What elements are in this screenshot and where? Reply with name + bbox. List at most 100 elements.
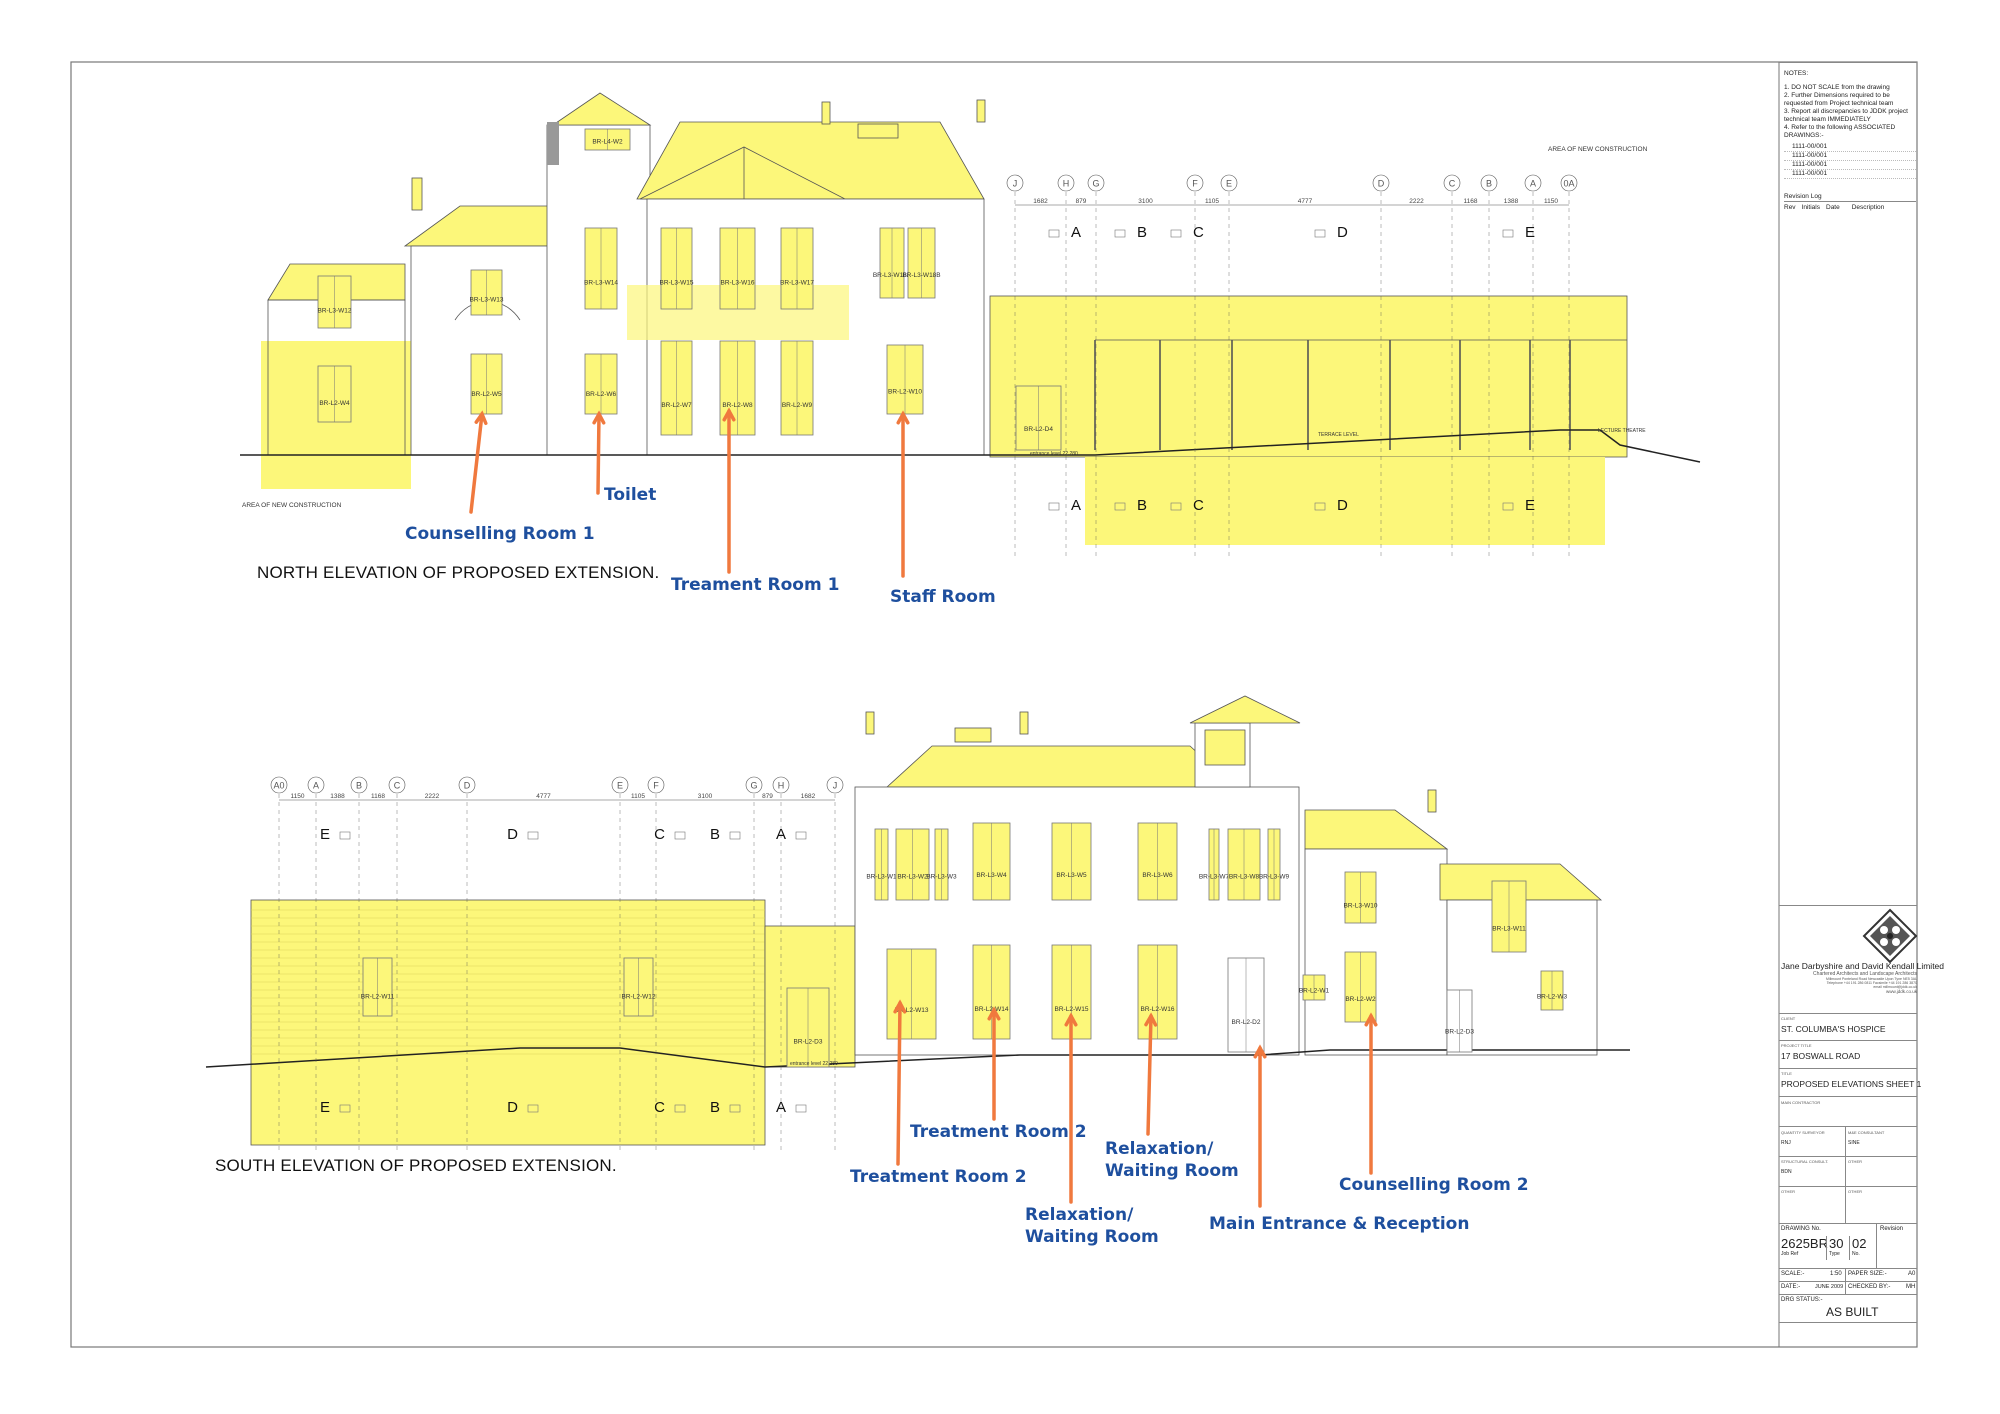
section-label: E xyxy=(1525,224,1535,241)
window: BR-L2-W9 xyxy=(780,340,814,436)
south-elevation-title: SOUTH ELEVATION OF PROPOSED EXTENSION. xyxy=(215,1156,617,1175)
window: BR-L3-W11 xyxy=(1491,880,1527,953)
grid-label: C xyxy=(394,781,401,791)
room-arrow xyxy=(896,410,910,578)
window-label: BR-L2-W6 xyxy=(586,391,617,398)
divider xyxy=(1779,1126,1917,1127)
window-label: BR-L3-W16 xyxy=(721,280,755,287)
room-label-counselling-2: Counselling Room 2 xyxy=(1339,1175,1529,1195)
window: BR-L2-W12 xyxy=(622,957,656,1017)
arrow-head-icon xyxy=(893,999,907,1014)
window: BR-L2-W4 xyxy=(317,365,352,423)
section-label: C xyxy=(1193,497,1204,514)
section-marker xyxy=(1314,229,1326,238)
grid-label: F xyxy=(1192,179,1198,189)
dimension-value: 1150 xyxy=(291,793,305,800)
room-arrow xyxy=(1064,1012,1078,1204)
sheet-frame xyxy=(70,61,1918,1348)
section-marker xyxy=(339,831,351,840)
dimension-value: 879 xyxy=(1076,198,1087,205)
area-note-left: AREA OF NEW CONSTRUCTION xyxy=(242,502,342,509)
window: BR-L2-W1 xyxy=(1299,974,1330,1001)
grid-label: A xyxy=(1530,179,1536,189)
company-email: email millmount@jddk.co.uk xyxy=(1873,985,1917,989)
arrow-head-icon xyxy=(1144,1012,1158,1027)
grid-bubble xyxy=(1372,174,1390,192)
window: BR-L2-W3 xyxy=(1537,970,1568,1011)
dimension-value: 3100 xyxy=(698,793,713,800)
window-label: BR-L2-W9 xyxy=(782,402,813,409)
section-marker xyxy=(674,831,686,840)
section-marker xyxy=(527,1104,539,1113)
window: BR-L3-W18A xyxy=(873,227,912,299)
section-label: C xyxy=(1193,224,1204,241)
grid-label: G xyxy=(750,781,757,791)
window-label: BR-L2-D2 xyxy=(1232,1019,1261,1026)
window-label: BR-L3-W13 xyxy=(470,297,504,304)
window: BR-L3-W4 xyxy=(972,822,1011,901)
window-label: BR-L3-W18A xyxy=(873,272,912,279)
section-marker xyxy=(1170,502,1182,511)
window-label: BR-L2-D4 xyxy=(1024,426,1053,433)
section-marker xyxy=(1048,229,1060,238)
grid-label: F xyxy=(653,781,659,791)
door: BR-L2-D4 xyxy=(1015,385,1062,451)
arrow-head-icon xyxy=(987,1006,1001,1021)
company-block: Jane Darbyshire and David Kendall Limite… xyxy=(1781,961,1944,994)
window: BR-L3-W2 xyxy=(895,828,930,901)
chimney xyxy=(411,177,423,211)
me-value: SINE xyxy=(1848,1140,1860,1146)
section-label: A xyxy=(776,826,786,843)
room-label-relaxation-a: Relaxation/ Waiting Room xyxy=(1105,1139,1239,1181)
note: 2. Further Dimensions required to be req… xyxy=(1784,92,1894,107)
note: 4. Refer to the following ASSOCIATED DRA… xyxy=(1784,124,1896,139)
room-label-treatment-2b: Treatment Room 2 xyxy=(850,1167,1027,1187)
window: BR-L3-W6 xyxy=(1137,822,1178,901)
status-label: DRG STATUS:- xyxy=(1781,1297,1823,1303)
arrow-shaft xyxy=(596,412,601,495)
section-marker xyxy=(527,831,539,840)
grid-label: A0 xyxy=(273,781,284,791)
window-label: BR-L2-W7 xyxy=(661,402,692,409)
dimension-value: 4777 xyxy=(1298,198,1313,205)
window: BR-L3-W7 xyxy=(1199,828,1230,901)
room-label-relaxation-b: Relaxation/ Waiting Room xyxy=(1025,1205,1159,1247)
window-label: BR-L3-W11 xyxy=(1492,926,1526,933)
divider xyxy=(1779,1068,1917,1069)
revision-log-heading: Revision Log xyxy=(1784,193,1916,202)
grid-bubble xyxy=(458,776,476,794)
window: BR-L3-W15 xyxy=(660,227,694,310)
window-label: BR-L2-W11 xyxy=(361,994,395,1001)
grid-label: E xyxy=(1226,179,1232,189)
window-label: BR-L2-W1 xyxy=(1299,988,1330,995)
divider xyxy=(1779,905,1917,906)
window: BR-L3-W17 xyxy=(780,227,814,310)
door: BR-L2-D3 xyxy=(1445,989,1474,1053)
window: BR-L3-W18B xyxy=(902,227,941,299)
chimney xyxy=(976,99,986,123)
section-marker xyxy=(1048,502,1060,511)
chimney-stack xyxy=(857,123,899,139)
tower-roof xyxy=(1189,695,1301,724)
grid-bubble xyxy=(647,776,665,794)
dimension-value: 1105 xyxy=(1205,198,1219,205)
room-label-treatment-2a: Treatment Room 2 xyxy=(910,1122,1087,1142)
window: BR-L2-W13 xyxy=(886,948,937,1040)
divider xyxy=(1845,1126,1846,1223)
grid-bubble xyxy=(1186,174,1204,192)
grid-bubble xyxy=(772,776,790,794)
chimney xyxy=(1427,789,1437,813)
client-value: ST. COLUMBA'S HOSPICE xyxy=(1781,1024,1886,1034)
dimension-value: 2222 xyxy=(1409,198,1424,205)
room-arrow xyxy=(722,407,736,574)
section-marker xyxy=(1170,229,1182,238)
window-label: BR-L2-W13 xyxy=(895,1007,929,1014)
associated-drawing: 1111-00/001 xyxy=(1784,152,1916,161)
grid-bubble xyxy=(1006,174,1024,192)
section-marker xyxy=(795,1104,807,1113)
main-roof xyxy=(885,745,1237,788)
divider xyxy=(1779,1268,1917,1269)
date-value: JUNE 2009 xyxy=(1815,1284,1844,1290)
area-note-right: AREA OF NEW CONSTRUCTION xyxy=(1548,146,1648,153)
